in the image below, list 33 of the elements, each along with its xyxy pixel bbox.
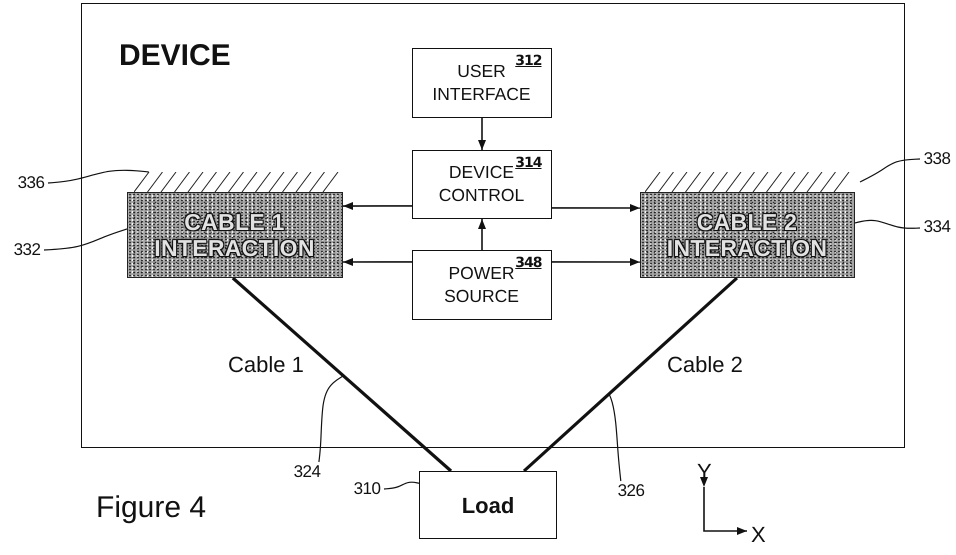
leader-line: [48, 170, 149, 184]
load-box: [419, 471, 557, 539]
arrow: [552, 204, 640, 212]
figure-caption: Figure 4: [96, 490, 206, 526]
reference-number: 324: [290, 462, 324, 482]
cable-line: [522, 276, 738, 472]
reference-number: 334: [920, 217, 954, 237]
block-box: [412, 48, 552, 118]
reference-number: 338: [920, 149, 954, 169]
block-box: [412, 150, 552, 218]
reference-number: 326: [614, 481, 648, 501]
cable-line: [232, 276, 452, 472]
leader-line: [384, 482, 420, 490]
leader-line: [318, 375, 344, 462]
arrow: [343, 202, 412, 210]
heading: DEVICE: [119, 38, 231, 74]
block-box: [412, 250, 552, 320]
reference-number: 310: [350, 479, 384, 499]
reference-number: 312: [515, 52, 542, 68]
reference-number: 336: [14, 173, 48, 193]
leader-line: [608, 394, 622, 482]
axis-label: X: [751, 523, 766, 547]
leader-line: [860, 158, 920, 183]
arrow: [552, 258, 640, 266]
box-label: Load: [462, 494, 514, 516]
arrow: [478, 118, 486, 150]
arrow: [478, 219, 486, 250]
reference-number: 332: [10, 240, 44, 260]
arrow: [343, 258, 412, 266]
reference-number: 348: [515, 254, 542, 270]
leader-line: [854, 220, 920, 229]
leader-line: [44, 228, 128, 251]
device-frame: [81, 3, 905, 448]
